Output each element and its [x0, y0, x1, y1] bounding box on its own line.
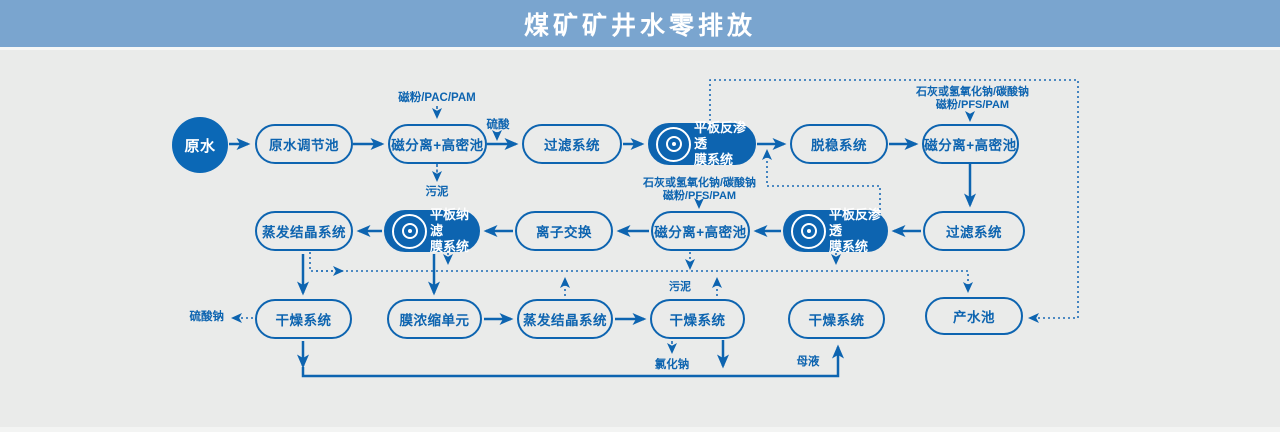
label-sulfuric-acid: 硫酸	[486, 119, 510, 131]
node-ion-exchange: 离子交换	[515, 211, 613, 251]
node-filtration-system-2: 过滤系统	[923, 211, 1025, 251]
label-reagent-pfs: 磁粉/PFS/PAM	[662, 190, 737, 202]
node-filtration-system-1: 过滤系统	[522, 124, 622, 164]
membrane-disc-icon	[392, 213, 427, 249]
page-title: 煤矿矿井水零排放	[523, 11, 756, 40]
node-magnetic-separation-high-density-pool-3: 磁分离+高密池	[651, 211, 750, 251]
node-membrane-concentration-unit: 膜浓缩单元	[387, 299, 482, 339]
label-reagent-pfs: 磁粉/PFS/PAM	[935, 99, 1010, 111]
label-lime-caustic: 石灰或氢氧化钠/碳酸钠	[642, 177, 757, 189]
header-divider	[0, 47, 1280, 50]
node-evaporation-crystallization-system-2: 蒸发结晶系统	[517, 299, 613, 339]
node-drying-system-1: 干燥系统	[255, 299, 352, 339]
node-flat-ro-membrane-system-1: 平板反渗透膜系统	[648, 120, 756, 167]
dotted-recycle-lines	[231, 79, 1079, 323]
dashed-dosing-arrows	[432, 106, 975, 354]
label-sodium-sulfate: 硫酸钠	[189, 311, 225, 323]
node-drying-system-3: 干燥系统	[788, 299, 885, 339]
label-dosing-group-1: 石灰或氢氧化钠/碳酸钠 磁粉/PFS/PAM	[900, 86, 1045, 112]
title-bar: 煤矿矿井水零排放	[0, 0, 1280, 47]
node-flat-ro-membrane-system-2: 平板反渗透膜系统	[783, 207, 888, 254]
label-dosing-group-2: 石灰或氢氧化钠/碳酸钠 磁粉/PFS/PAM	[627, 177, 772, 203]
label-reagent-pac: 磁粉/PAC/PAM	[398, 92, 476, 104]
node-flat-nf-membrane-system: 平板纳滤膜系统	[384, 207, 480, 254]
node-magnetic-separation-high-density-pool-2: 磁分离+高密池	[922, 124, 1019, 164]
node-destabilization-system: 脱稳系统	[790, 124, 888, 164]
label-sludge-1: 污泥	[425, 186, 449, 198]
label-sodium-chloride: 氯化钠	[654, 359, 690, 371]
label-mother-liquor: 母液	[796, 356, 820, 368]
solid-flow-arrows	[229, 138, 976, 378]
bottom-strip	[0, 427, 1280, 432]
node-raw-water: 原水	[172, 117, 228, 173]
node-raw-water-regulating-pool: 原水调节池	[255, 124, 353, 164]
node-drying-system-2: 干燥系统	[650, 299, 745, 339]
node-product-water-pool: 产水池	[925, 297, 1023, 335]
membrane-disc-icon	[791, 213, 826, 249]
node-magnetic-separation-high-density-pool-1: 磁分离+高密池	[388, 124, 487, 164]
label-sludge-2: 污泥	[669, 281, 691, 293]
membrane-disc-icon	[656, 126, 691, 162]
label-lime-caustic: 石灰或氢氧化钠/碳酸钠	[915, 86, 1030, 98]
node-evaporation-crystallization-system-1: 蒸发结晶系统	[255, 211, 353, 251]
